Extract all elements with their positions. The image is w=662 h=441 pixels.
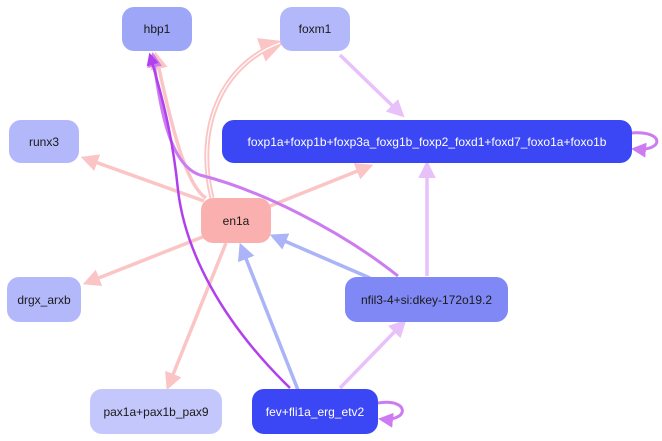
edge-en1a-runx3 xyxy=(80,154,205,203)
node-foxp[interactable]: foxp1a+foxp1b+foxp3a_foxg1b_foxp2_foxd1+… xyxy=(222,120,632,163)
edge-fev-nfil3 xyxy=(338,319,407,390)
node-fev[interactable]: fev+fli1a_erg_etv2 xyxy=(252,389,378,434)
edge-en1a-pax1a xyxy=(165,242,228,391)
edge-en1a-hbp1 xyxy=(150,51,208,200)
edge-en1a-drgx xyxy=(82,234,206,286)
node-pax1a[interactable]: pax1a+pax1b_pax9 xyxy=(90,389,222,434)
edge-fev-hbp1 xyxy=(146,52,291,389)
edge-en1a-foxp xyxy=(269,163,374,208)
edge-nfil3-en1a xyxy=(269,233,371,280)
edge-foxp-self xyxy=(630,131,659,158)
node-foxm1[interactable]: foxm1 xyxy=(280,7,350,51)
node-drgx-arxb[interactable]: drgx_arxb xyxy=(7,277,81,322)
node-nfil3[interactable]: nfil3-4+si:dkey-172o19.2 xyxy=(345,277,508,322)
edge-nfil3-hbp1 xyxy=(147,52,399,278)
node-en1a[interactable]: en1a xyxy=(201,198,271,243)
node-runx3[interactable]: runx3 xyxy=(9,120,79,163)
edge-fev-self xyxy=(377,400,404,428)
node-hbp1[interactable]: hbp1 xyxy=(122,7,192,51)
edge-foxm1-foxp xyxy=(338,53,405,118)
edge-en1a-foxm1-inner xyxy=(206,42,281,199)
edge-fev-en1a xyxy=(238,242,300,391)
